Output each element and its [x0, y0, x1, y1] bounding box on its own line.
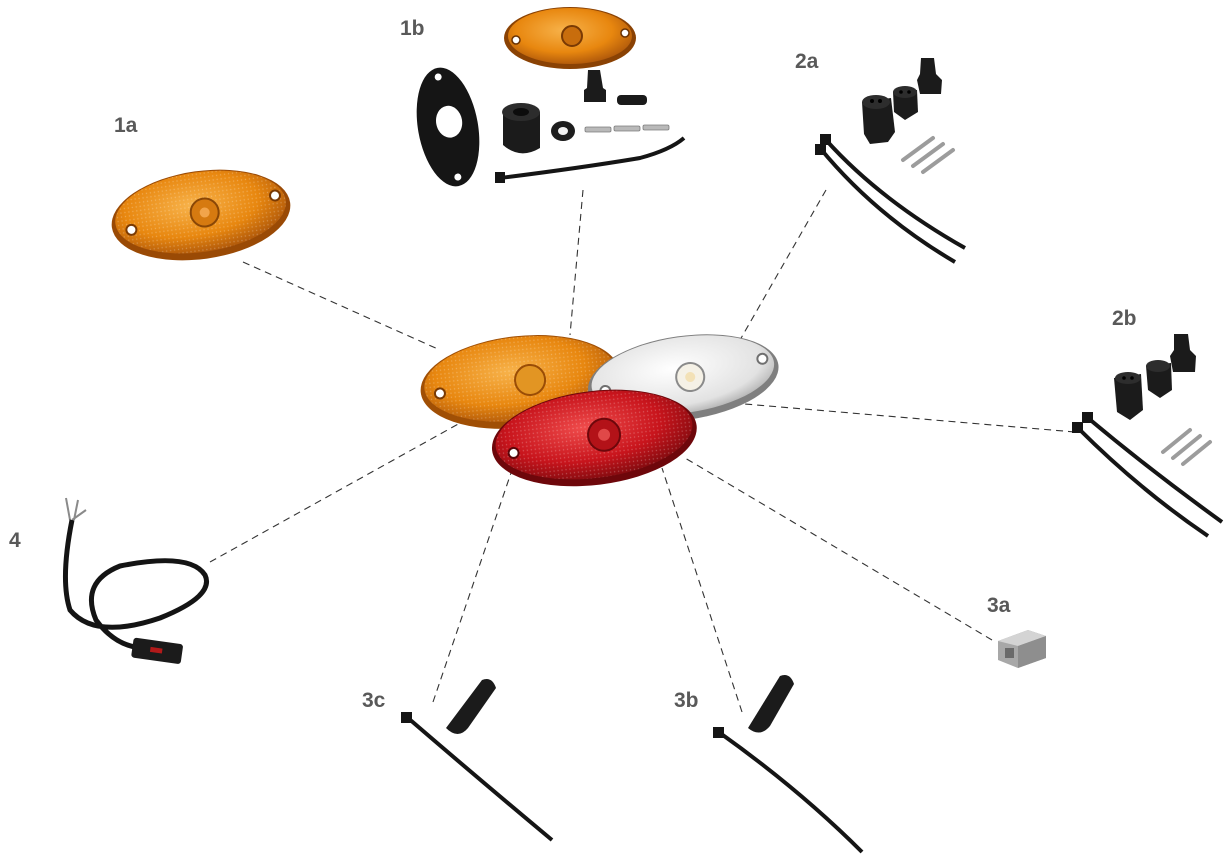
callout-2a: 2a [795, 50, 819, 73]
part-2a-cable-tie-1 [824, 138, 966, 250]
leader-lines [209, 189, 1076, 713]
callout-2b: 2b [1112, 307, 1137, 330]
part-3b-cable-tie [718, 731, 864, 854]
central-lamp-cluster [420, 334, 779, 487]
part-1b-contacts [584, 124, 670, 133]
part-1b-lamp-kit [416, 7, 686, 187]
leader-line-2a [739, 189, 827, 341]
central-red-lamp [491, 389, 697, 487]
part-1b-cable-gland [502, 103, 540, 154]
part-3a-adapter [998, 630, 1046, 668]
leader-line-3b [661, 467, 743, 713]
part-2a-connector-kit [815, 58, 966, 264]
part-2b-housing-large [1114, 372, 1143, 420]
part-1b-seal [617, 95, 647, 105]
callout-1a: 1a [114, 114, 138, 137]
leader-line-4 [209, 422, 461, 563]
part-1a-amber-lamp [111, 169, 291, 261]
leader-line-3c [432, 469, 513, 703]
leader-line-2b [744, 403, 1076, 433]
part-3b-grommet [748, 675, 794, 733]
part-3b-tie-head [713, 727, 724, 738]
part-2b-terminals [1161, 428, 1212, 466]
part-1b-amber-lamp [504, 7, 636, 69]
part-4-cable-harness [63, 497, 209, 664]
part-3c-tie-head [401, 712, 412, 723]
leader-line-1a [242, 261, 441, 351]
part-2b-tie-head-1 [1082, 412, 1093, 423]
part-2b-tie-head-2 [1072, 422, 1083, 433]
part-2a-tie-head-1 [820, 134, 831, 145]
callout-1b: 1b [400, 17, 425, 40]
part-2a-housing-large [862, 95, 895, 144]
part-2b-connector-kit [1072, 334, 1224, 538]
part-4-wire-ends [65, 497, 87, 521]
part-2a-terminals [901, 136, 955, 174]
part-2b-housing-small [1146, 360, 1172, 398]
part-2a-cable-tie-2 [818, 146, 957, 264]
part-3c-grommet [446, 679, 496, 734]
leader-line-3a [684, 457, 993, 641]
part-2b-cable-tie-1 [1086, 416, 1224, 524]
part-2b-plug [1170, 334, 1196, 372]
part-1b-cable-tie [499, 136, 686, 180]
part-1b-grommet [551, 121, 575, 141]
callout-3a: 3a [987, 594, 1011, 617]
part-2a-plug [917, 58, 942, 94]
part-1b-plug [584, 70, 606, 102]
part-4-cable [63, 519, 209, 651]
part-2a-tie-head-2 [815, 144, 826, 155]
part-2a-housing-small [893, 86, 918, 120]
part-4-connector [131, 637, 183, 664]
part-3c-cable-tie [406, 716, 554, 842]
callout-4: 4 [9, 529, 21, 552]
part-2b-cable-tie-2 [1076, 426, 1210, 538]
leader-line-1b [569, 189, 584, 336]
part-1b-gasket [416, 67, 480, 187]
callout-3c: 3c [362, 689, 386, 712]
callout-3b: 3b [674, 689, 699, 712]
part-1b-cable-tie-head [495, 172, 505, 183]
part-3b-grommet-kit [713, 675, 864, 854]
part-3c-grommet-kit [401, 679, 554, 842]
